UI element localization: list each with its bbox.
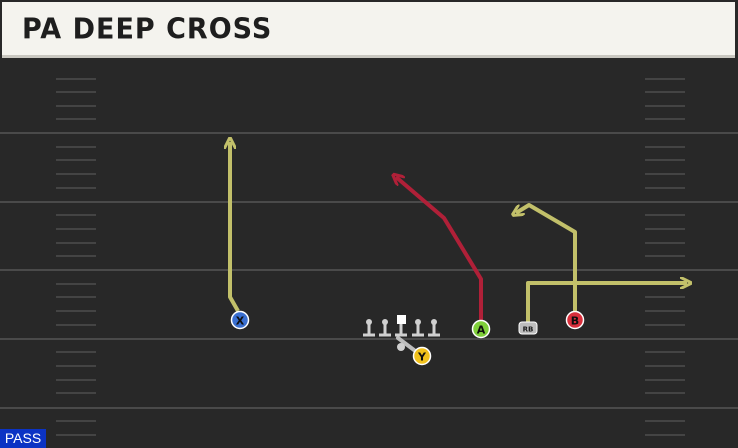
play-title: PA DEEP CROSS [22,13,273,46]
player-y-label: Y [417,351,427,364]
player-x-label: X [236,315,245,328]
player-a-label: A [477,324,486,337]
player-a[interactable]: A [471,319,491,339]
quarterback-marker [397,343,405,351]
center-icon [395,315,407,337]
play-type-badge: PASS [0,429,46,448]
lineman-icon [428,319,440,337]
route-a-post [396,177,483,322]
route-b-corner [516,203,577,312]
player-b-label: B [571,315,579,328]
offensive-line [363,315,440,351]
player-b[interactable]: B [565,310,585,330]
route-y-block [396,336,416,352]
route-x-go [230,142,240,312]
player-rb-label: RB [523,326,534,334]
player-rb[interactable]: RB [518,321,538,335]
lineman-icon [379,319,391,337]
player-y[interactable]: Y [412,346,432,366]
hash-marks-right [645,78,685,436]
player-x[interactable]: X [230,310,250,330]
hash-marks-left [56,78,96,436]
yard-lines [0,132,738,409]
lineman-icon [412,319,424,337]
route-rb-flat [526,283,687,322]
lineman-icon [363,319,375,337]
play-title-bar: PA DEEP CROSS [2,2,735,58]
